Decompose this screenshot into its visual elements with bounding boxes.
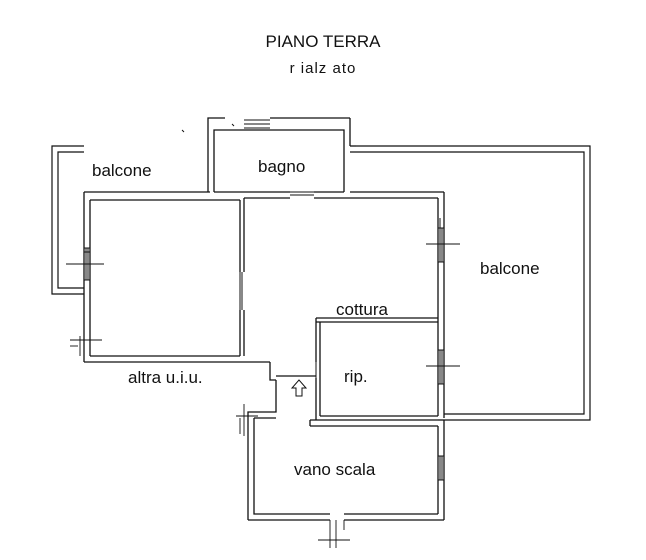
right-balcony-outline: [350, 145, 591, 421]
room-label-cottura: cottura: [336, 300, 388, 319]
room-label-rip: rip.: [344, 367, 368, 386]
windows: [66, 119, 460, 481]
floor-subtitle: r ialz ato: [289, 60, 357, 77]
floor-title: PIANO TERRA: [265, 32, 381, 51]
room-label-altra-uiu: altra u.i.u.: [128, 368, 203, 387]
apartment-walls: [83, 117, 445, 521]
corner-marks: [181, 123, 235, 133]
section-marks: [70, 336, 350, 548]
room-label-vano-scala: vano scala: [294, 460, 376, 479]
entrance-arrow-icon: [290, 379, 308, 397]
room-label-bagno: bagno: [258, 157, 306, 176]
room-label-balcone-left: balcone: [92, 161, 152, 180]
room-label-balcone-right: balcone: [480, 259, 540, 278]
left-balcony-outline: [51, 145, 84, 295]
